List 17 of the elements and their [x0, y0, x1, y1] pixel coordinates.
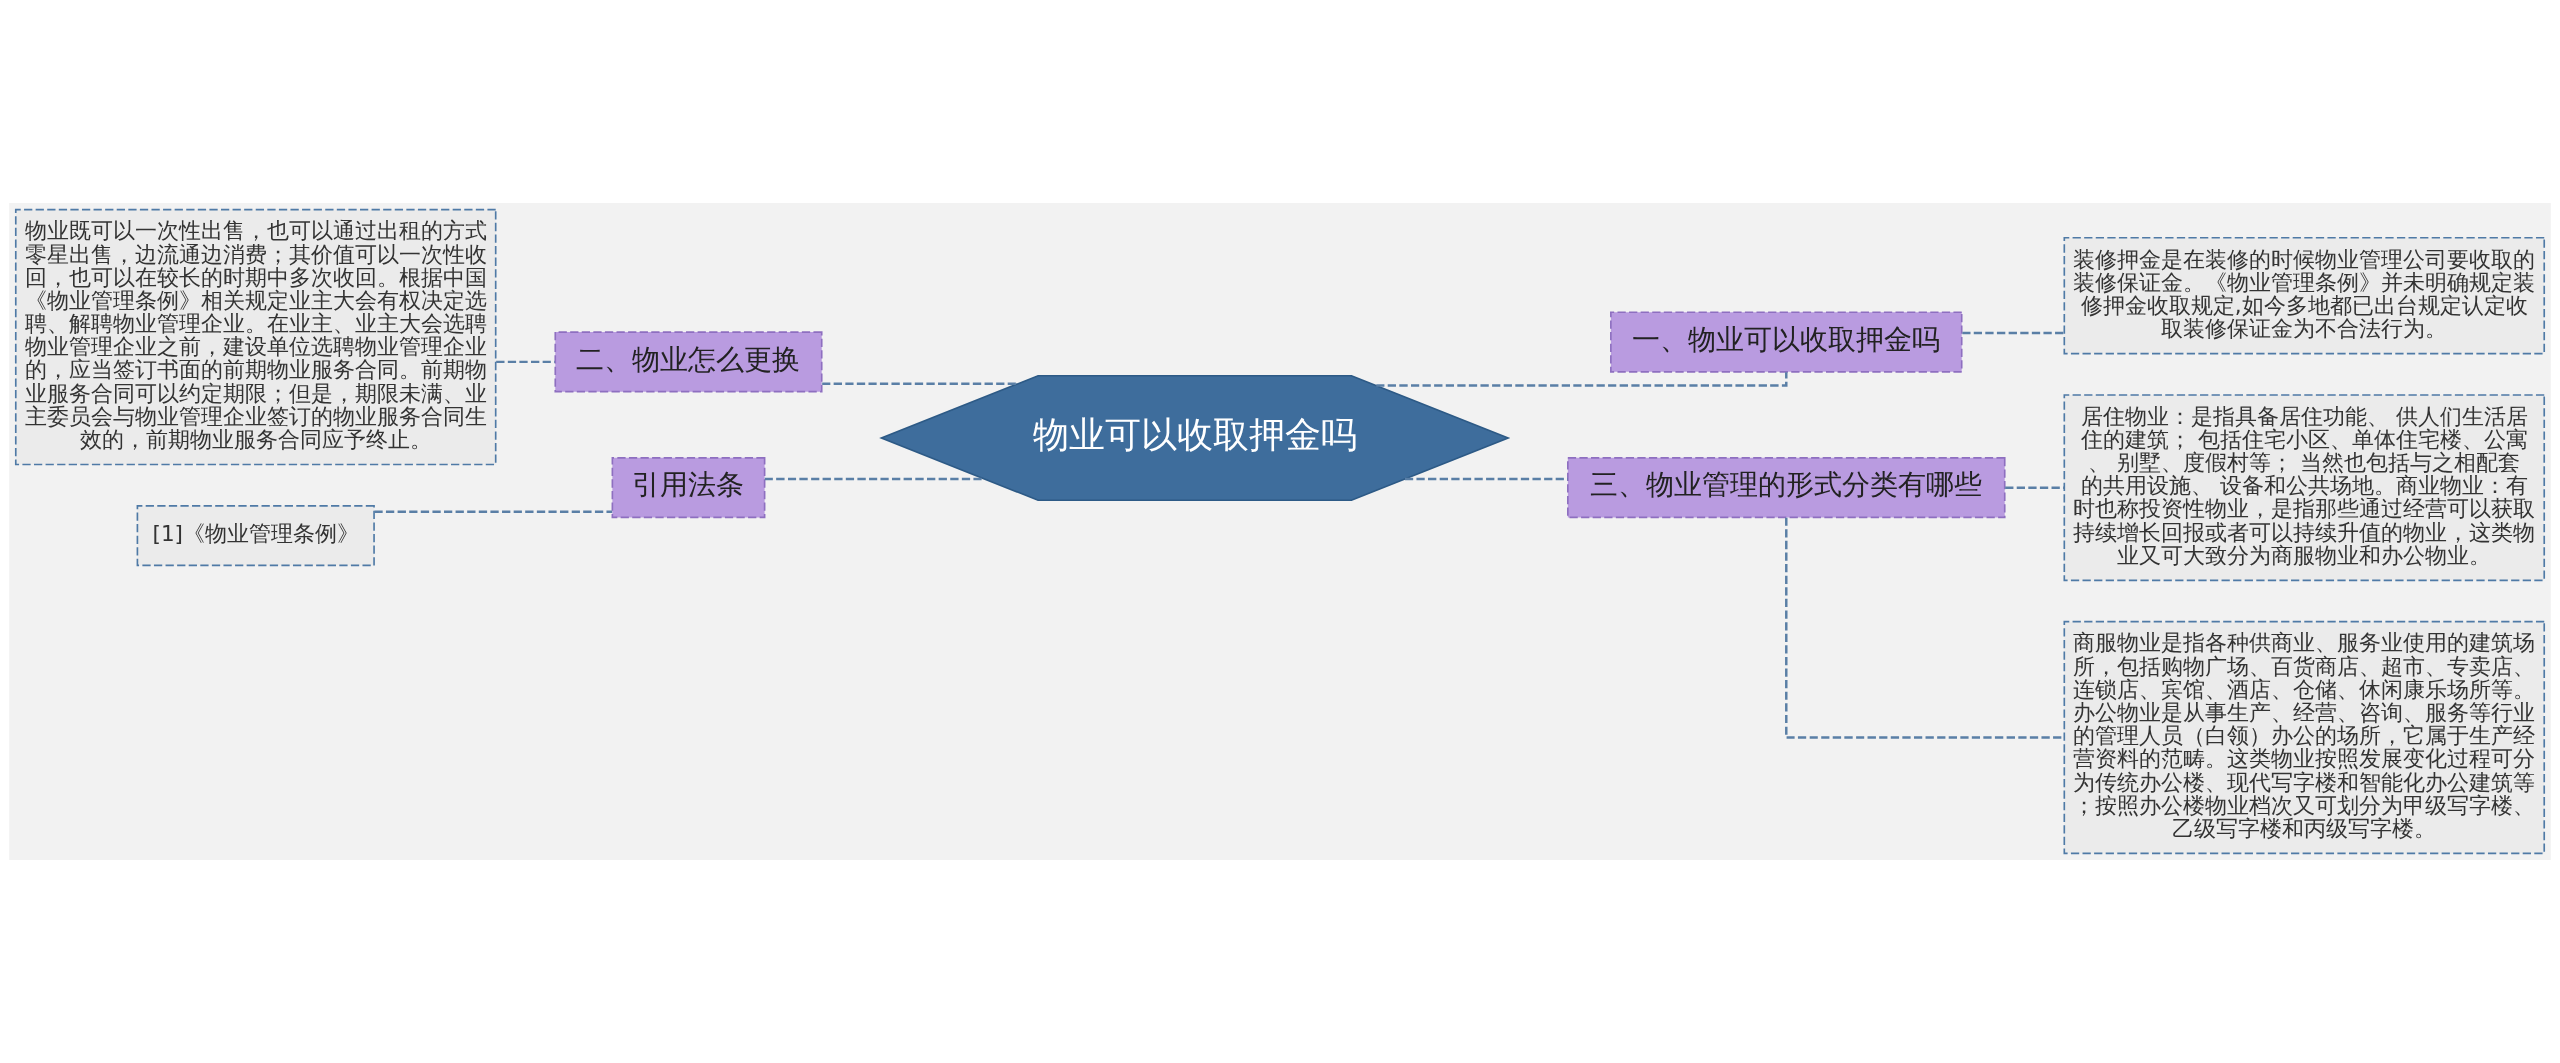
- node-box: 二、物业怎么更换: [554, 331, 823, 393]
- connector: [496, 360, 555, 364]
- node-box: 商服物业是指各种供商业、服务业使用的建筑场所，包括购物广场、百货商店、超市、专卖店、连锁店、宾馆、酒店、仓储、休闲康乐场所等。办公物业是从事生产、经营、咨询、服务等行业的管理人员（白领）办公的场所，它属于生产经营资料的范畴。这类物业按照发展变化过程可分为传统办公楼、现代写字楼和智能化办公建筑等；按照办公楼物业档次又可划分为甲级写字楼、乙级写字楼和丙级写字楼。: [2063, 620, 2546, 855]
- node-box: 物业既可以一次性出售，也可以通过出租的方式零星出售，边流通边消费；其价值可以一次性收回，也可以在较长的时期中多次收回。根据中国《物业管理条例》相关规定业主大会有权决定选聘、解聘物业管理企业。在业主、业主大会选聘物业管理企业之前，建设单位选聘物业管理企业的，应当签订书面的前期物业服务合同。前期物业服务合同可以约定期限；但是，期限未满、业主委员会与物业管理企业签订的物业服务合同生效的，前期物业服务合同应予终止。: [14, 208, 497, 466]
- node-box: 装修押金是在装修的时候物业管理公司要收取的装修保证金。《物业管理条例》并未明确规定装修押金收取规定,如今多地都已出台规定认定收取装修保证金为不合法行为。: [2063, 236, 2546, 355]
- connector: [2005, 486, 2065, 489]
- connector: [1405, 477, 1568, 481]
- connector: [822, 382, 1018, 385]
- node-box: [1]《物业管理条例》: [136, 505, 375, 567]
- connector: [1962, 331, 2064, 335]
- connector: [1376, 372, 1788, 387]
- node-box: 一、物业可以收取押金吗: [1610, 311, 1963, 373]
- connector: [374, 510, 613, 513]
- connector: [764, 477, 985, 481]
- node-box: 居住物业：是指具备居住功能、 供人们生活居住的建筑； 包括住宅小区、单体住宅楼、公寓、 别墅、度假村等； 当然也包括与之相配套的共用设施、 设备和公共场地。商业物业：有时也称投资性物业，是指那些通过经营可以获取持续增长回报或者可以持续升值的物业，这类物业又可大致分为商服物业和办公物业。: [2063, 394, 2546, 582]
- node-box: 三、物业管理的形式分类有哪些: [1567, 457, 2006, 519]
- node-box: 引用法条: [611, 457, 766, 519]
